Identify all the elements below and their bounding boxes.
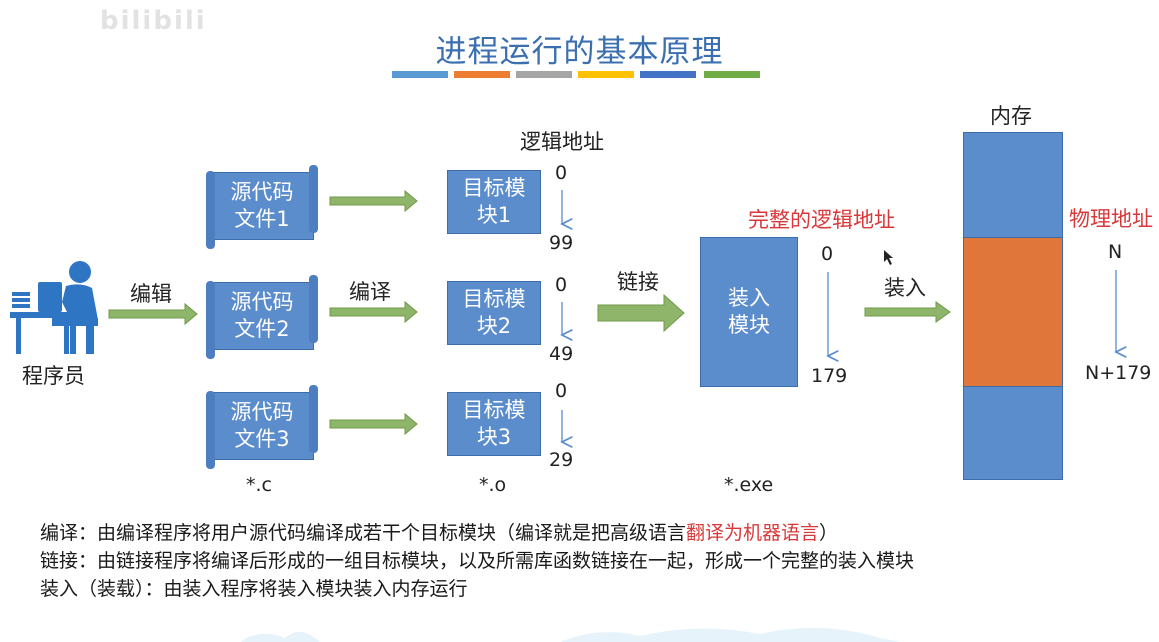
title-bar-3 bbox=[516, 71, 572, 78]
source-file-1-line2: 文件1 bbox=[234, 207, 290, 231]
object-module-3: 目标模 块3 bbox=[447, 392, 541, 456]
source-file-1: 源代码 文件1 bbox=[206, 165, 318, 249]
source-ext: *.c bbox=[246, 474, 272, 496]
link-label: 链接 bbox=[617, 270, 659, 294]
object-module-1: 目标模 块1 bbox=[447, 170, 541, 234]
exe-ext: *.exe bbox=[724, 474, 774, 496]
link-arrow bbox=[597, 293, 685, 333]
mouse-cursor-icon bbox=[884, 250, 893, 265]
memory-block bbox=[963, 132, 1063, 480]
object-module-3-line2: 块3 bbox=[476, 425, 512, 449]
load-module: 装入 模块 bbox=[700, 237, 798, 387]
title-bar-1 bbox=[392, 71, 448, 78]
compile-arrow-2 bbox=[329, 300, 418, 324]
load-label: 装入 bbox=[884, 276, 926, 300]
memory-start-address: N bbox=[1108, 241, 1123, 263]
load-arrow bbox=[864, 301, 951, 323]
memory-segment-process bbox=[964, 238, 1062, 387]
module1-start: 0 bbox=[555, 162, 568, 184]
title-bar-2 bbox=[454, 71, 510, 78]
note-link: 链接：由链接程序将编译后形成的一组目标模块，以及所需库函数链接在一起，形成一个完… bbox=[40, 550, 915, 572]
object-module-1-line1: 目标模 bbox=[462, 176, 526, 200]
physical-address-label: 物理地址 bbox=[1069, 207, 1153, 231]
compile-label: 编译 bbox=[349, 280, 391, 304]
source-file-3-line2: 文件3 bbox=[234, 427, 290, 451]
load-module-line1: 装入 bbox=[728, 286, 770, 310]
title-bar-5 bbox=[640, 71, 696, 78]
object-module-2: 目标模 块2 bbox=[447, 281, 541, 345]
logical-address-label: 逻辑地址 bbox=[520, 130, 604, 154]
complete-logical-address-label: 完整的逻辑地址 bbox=[748, 208, 895, 232]
object-module-3-line1: 目标模 bbox=[462, 398, 526, 422]
note-compile-prefix: 编译：由编译程序将用户源代码编译成若干个目标模块（编译就是把高级语言 bbox=[40, 522, 687, 544]
load-module-start: 0 bbox=[821, 243, 834, 265]
load-module-end: 179 bbox=[811, 365, 848, 387]
memory-segment-bottom bbox=[964, 387, 1062, 479]
source-file-2: 源代码 文件2 bbox=[206, 275, 318, 359]
note-compile: 编译：由编译程序将用户源代码编译成若干个目标模块（编译就是把高级语言翻译为机器语… bbox=[40, 518, 838, 545]
page-title: 进程运行的基本原理 bbox=[435, 34, 724, 70]
memory-label: 内存 bbox=[990, 104, 1032, 128]
title-bar-6 bbox=[704, 71, 760, 78]
programmer-label: 程序员 bbox=[22, 364, 85, 388]
load-module-line2: 模块 bbox=[728, 313, 770, 337]
edit-arrow bbox=[108, 302, 198, 326]
object-module-1-line2: 块1 bbox=[476, 203, 512, 227]
module1-end: 99 bbox=[549, 232, 574, 254]
source-file-3: 源代码 文件3 bbox=[206, 385, 318, 469]
object-module-2-line1: 目标模 bbox=[462, 287, 526, 311]
note-compile-highlight: 翻译为机器语言 bbox=[686, 522, 820, 544]
decorative-wave bbox=[240, 627, 900, 642]
programmer-icon bbox=[10, 261, 98, 354]
memory-segment-top bbox=[964, 133, 1062, 238]
watermark: bilibili bbox=[100, 6, 207, 36]
module3-start: 0 bbox=[555, 380, 568, 402]
edit-label: 编辑 bbox=[130, 282, 172, 306]
memory-end-address: N+179 bbox=[1085, 362, 1152, 384]
module-ext: *.o bbox=[479, 474, 507, 496]
source-file-2-line1: 源代码 bbox=[230, 290, 294, 314]
compile-arrow-1 bbox=[329, 189, 418, 213]
source-file-2-line2: 文件2 bbox=[234, 317, 290, 341]
source-file-3-line1: 源代码 bbox=[230, 400, 294, 424]
source-file-1-line1: 源代码 bbox=[230, 180, 294, 204]
compile-arrow-3 bbox=[329, 412, 418, 436]
module3-end: 29 bbox=[549, 449, 574, 471]
title-bar-4 bbox=[578, 71, 634, 78]
object-module-2-line2: 块2 bbox=[476, 314, 512, 338]
module2-start: 0 bbox=[555, 274, 568, 296]
note-load: 装入（装载）：由装入程序将装入模块装入内存运行 bbox=[40, 578, 468, 600]
note-compile-suffix: ） bbox=[819, 522, 839, 544]
module2-end: 49 bbox=[549, 343, 574, 365]
